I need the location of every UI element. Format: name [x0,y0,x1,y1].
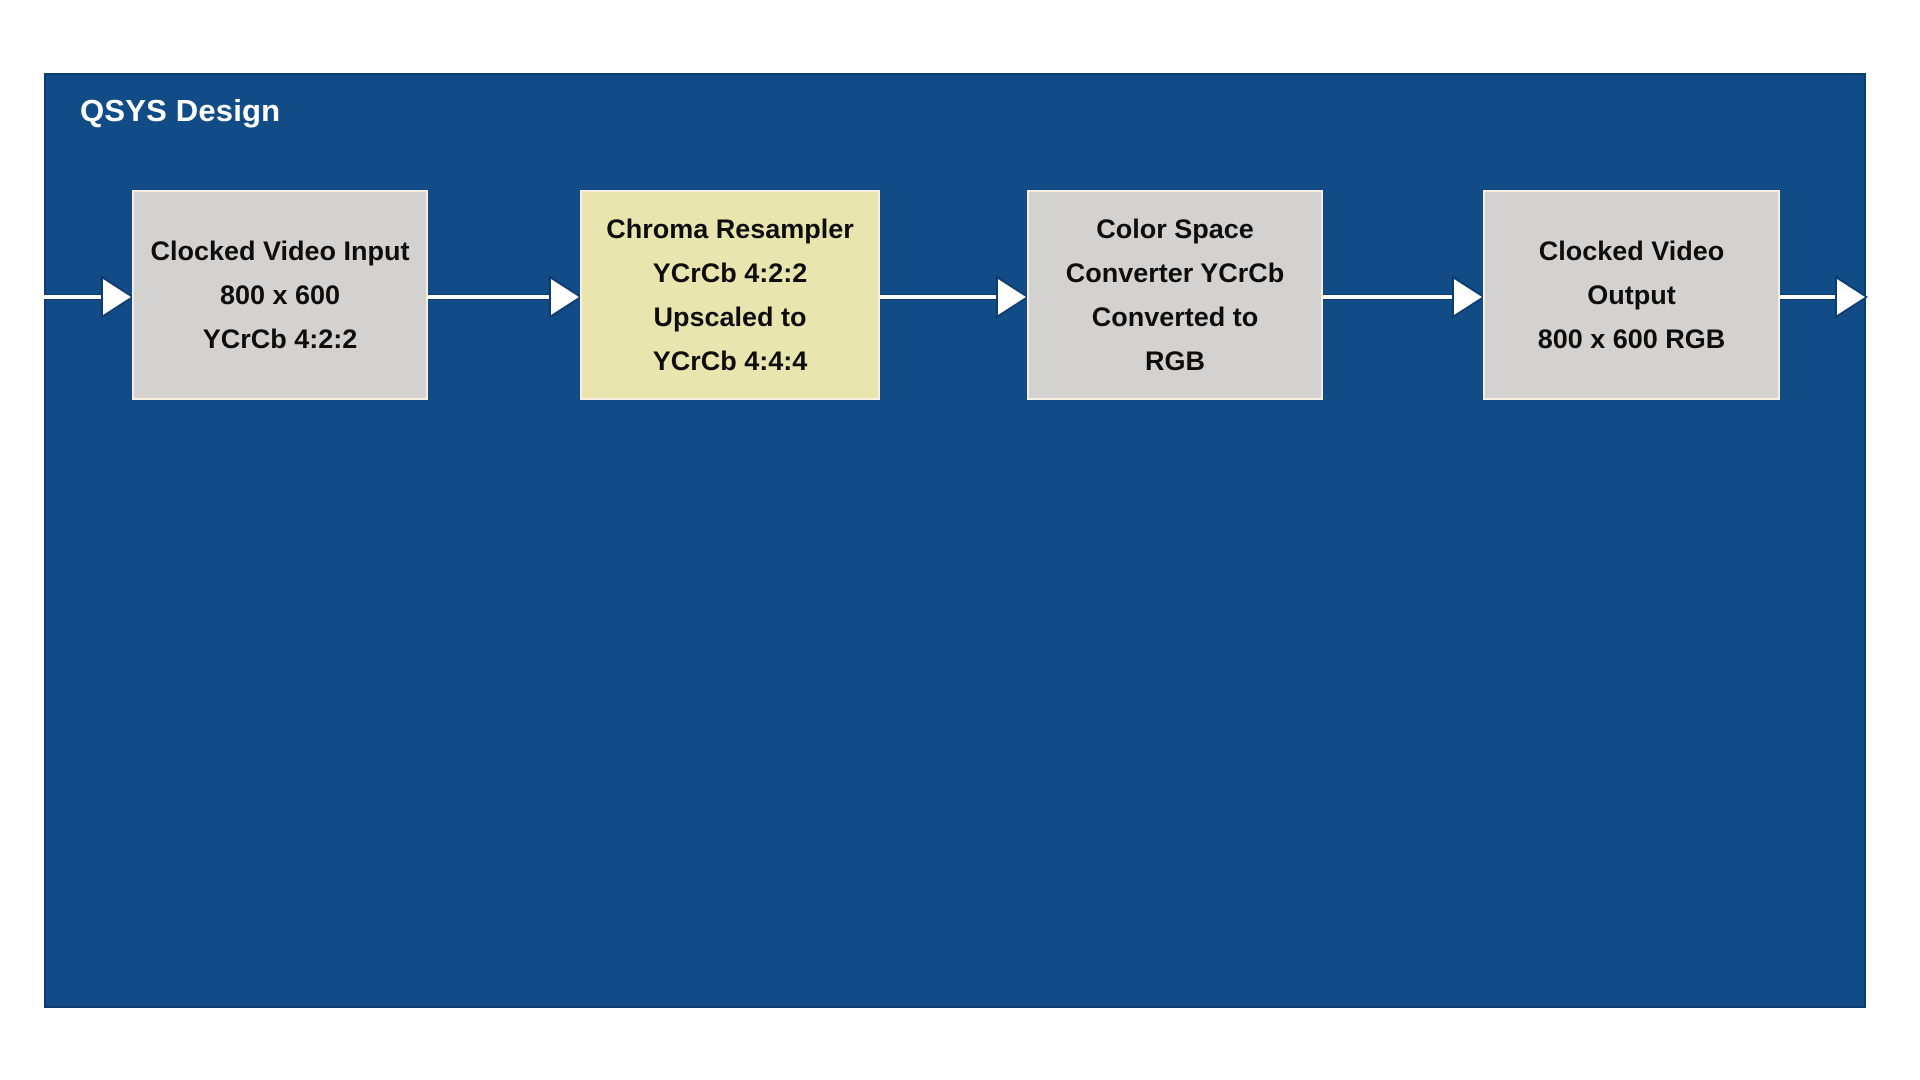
block-line: Chroma Resampler [606,214,854,244]
arrow-shaft [1780,294,1842,300]
block-clocked-video-input: Clocked Video Input 800 x 600 YCrCb 4:2:… [132,190,428,400]
block-clocked-video-output: Clocked Video Output 800 x 600 RGB [1483,190,1780,400]
arrow-head-icon [1837,279,1865,315]
block-line: Converted to [1091,302,1259,332]
flow-arrow [428,275,582,319]
arrow-shaft [44,294,108,300]
block-line: Converter YCrCb [1065,258,1285,288]
arrow-shaft [1323,294,1459,300]
block-line: YCrCb 4:2:2 [652,258,808,288]
block-line: Output [1587,280,1676,310]
flow-arrow [1323,275,1485,319]
flow-arrow-output [1780,275,1868,319]
flow-arrow [880,275,1029,319]
block-line: 800 x 600 [219,280,341,310]
block-line: Clocked Video Input [150,236,410,266]
arrow-head-icon [998,279,1026,315]
arrow-head-icon [1454,279,1482,315]
block-line: Upscaled to [653,302,807,332]
diagram-title: QSYS Design [80,93,281,128]
flow-arrow-input [44,275,134,319]
block-line: Color Space [1096,214,1254,244]
block-line: YCrCb 4:2:2 [202,324,358,354]
qsys-design-frame: QSYS Design Clocked Video Input 800 x 60… [44,73,1868,1008]
block-line: 800 x 600 RGB [1537,324,1726,354]
block-color-space-converter: Color Space Converter YCrCb Converted to… [1027,190,1323,400]
arrow-shaft [880,294,1003,300]
arrow-head-icon [103,279,131,315]
block-line: YCrCb 4:4:4 [652,346,808,376]
block-line: Clocked Video [1538,236,1725,266]
block-line: RGB [1145,346,1205,376]
arrow-head-icon [551,279,579,315]
block-chroma-resampler: Chroma Resampler YCrCb 4:2:2 Upscaled to… [580,190,880,400]
arrow-shaft [428,294,556,300]
